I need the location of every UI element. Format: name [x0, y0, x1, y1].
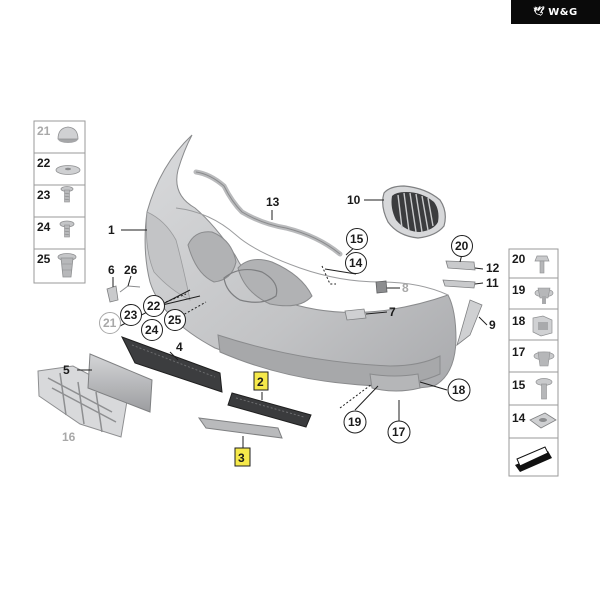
lower-grille-strip — [120, 336, 223, 393]
center-lower-grille — [227, 392, 312, 428]
front-bumper-cover — [144, 134, 457, 392]
callout-19: 19 — [348, 415, 362, 429]
legend-right-number-18: 18 — [512, 314, 526, 328]
callout-8: 8 — [402, 281, 409, 295]
callout-2: 2 — [257, 375, 264, 389]
direction-arrow-icon — [515, 446, 552, 472]
legend-left-number-25: 25 — [37, 252, 51, 266]
callout-3: 3 — [238, 451, 245, 465]
highlight-box-2 — [253, 371, 269, 391]
callout-circle-15 — [346, 228, 368, 250]
tow-hook-cover — [344, 308, 367, 321]
callout-circle-25 — [164, 309, 186, 331]
kidney-grille — [382, 185, 446, 239]
legend-left-number-24: 24 — [37, 220, 51, 234]
legend-left-number-22: 22 — [37, 156, 51, 170]
upper-seal-strip-edge — [195, 171, 341, 255]
callout-25: 25 — [168, 313, 182, 327]
screw-icon — [534, 255, 550, 274]
brand-logo-text: W&G — [548, 6, 578, 18]
side-strip — [442, 279, 476, 289]
expansion-nut-icon — [533, 351, 555, 367]
callout-11: 11 — [486, 276, 499, 290]
callout-16: 16 — [62, 430, 76, 444]
lower-trim-strip — [197, 417, 283, 439]
highlight-box-3 — [234, 447, 251, 467]
callout-15: 15 — [350, 232, 364, 246]
callout-7: 7 — [389, 305, 396, 319]
callout-20: 20 — [455, 239, 469, 253]
mount-clip — [375, 280, 388, 294]
clip-nut-icon — [534, 287, 554, 304]
callout-circle-19 — [343, 410, 367, 434]
callout-circle-17 — [387, 420, 411, 444]
callout-circle-22 — [143, 295, 165, 317]
callout-18: 18 — [452, 383, 466, 397]
callout-6: 6 — [108, 263, 115, 277]
callout-9: 9 — [489, 318, 496, 332]
callout-26: 26 — [124, 263, 138, 277]
screw-icon — [60, 186, 74, 203]
wing-mark-icon: 🕊︎ — [533, 7, 546, 17]
callout-12: 12 — [486, 261, 500, 275]
legend-right-number-15: 15 — [512, 378, 526, 392]
callout-circle-21 — [99, 312, 121, 334]
callout-13: 13 — [266, 195, 280, 209]
legend-right-number-19: 19 — [512, 283, 526, 297]
brand-logo: 🕊︎ W&G — [511, 0, 600, 24]
callout-17: 17 — [392, 425, 406, 439]
expansion-nut-icon — [57, 253, 77, 278]
callout-22: 22 — [147, 299, 161, 313]
right-fastener-legend: 20 19 18 17 15 14 — [508, 248, 559, 477]
washer-icon — [55, 165, 81, 175]
callout-4: 4 — [176, 340, 183, 354]
callout-circle-24 — [141, 319, 163, 341]
callout-circle-18 — [447, 378, 471, 402]
side-trim-moulding — [456, 299, 483, 347]
bracket-clip-icon — [532, 315, 553, 337]
legend-left-number-23: 23 — [37, 188, 51, 202]
grommet-icon — [529, 412, 557, 429]
cap-plug-icon — [57, 126, 79, 143]
callout-23: 23 — [124, 308, 138, 322]
legend-right-number-17: 17 — [512, 345, 526, 359]
callout-1: 1 — [108, 223, 115, 237]
callout-14: 14 — [349, 256, 363, 270]
bolt-icon — [59, 220, 75, 238]
legend-right-number-14: 14 — [512, 411, 526, 425]
callout-circle-14 — [345, 252, 367, 274]
callout-dashed-lines — [165, 265, 373, 409]
left-fastener-legend: 21 22 23 24 25 — [33, 120, 86, 284]
wire-clip — [119, 285, 141, 293]
bolt-icon — [535, 378, 553, 400]
legend-right-number-20: 20 — [512, 252, 526, 266]
impact-absorber — [87, 353, 153, 413]
callout-5: 5 — [63, 363, 70, 377]
callout-10: 10 — [347, 193, 361, 207]
callout-24: 24 — [145, 323, 159, 337]
callout-circle-20 — [451, 235, 473, 257]
callout-circle-23 — [120, 304, 142, 326]
callout-labels: 1 2 3 4 5 6 7 8 9 10 11 12 13 14 15 16 1… — [62, 193, 500, 467]
side-bracket — [106, 285, 119, 303]
upper-side-bracket — [445, 260, 476, 271]
legend-left-number-21: 21 — [37, 124, 51, 138]
callout-21: 21 — [103, 316, 117, 330]
